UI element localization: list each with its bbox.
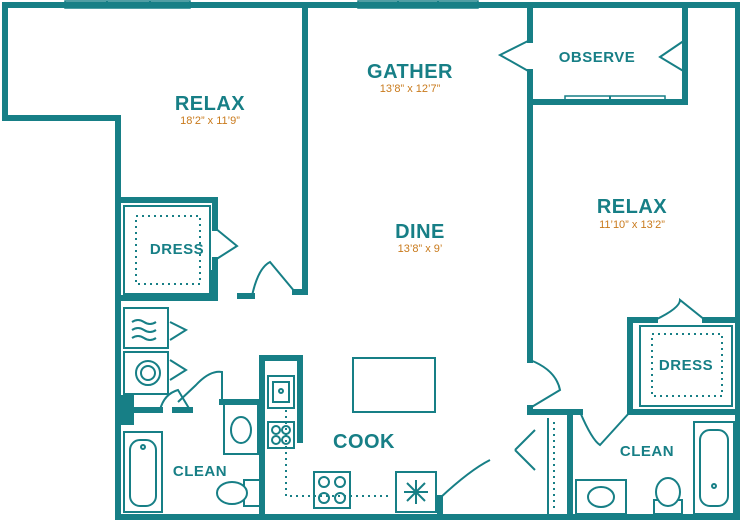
entry-closet [547,418,555,517]
column-laundry [118,395,134,425]
kitchen-island [352,357,436,413]
room-name-observe: OBSERVE [559,49,636,66]
toilet-right [653,477,683,515]
washer-dryer [123,307,169,395]
left-bath-fixtures [123,403,261,513]
dishwasher [267,421,295,449]
right-bath-fixtures [575,421,735,515]
dryer [123,307,169,349]
room-size-relax-right: 11’10” x 13’2” [599,219,665,231]
vanity-left [223,403,259,455]
kitchen-fixtures [267,357,437,513]
room-name-dress-left: DRESS [150,241,204,258]
room-size-gather: 13’8” x 12’7” [380,83,441,95]
dress-closet-right-fixtures [639,325,733,407]
room-size-dine: 13’8” x 9’ [398,243,443,255]
room-labels: RELAX 18’2” x 11’9” GATHER 13’8” x 12’7”… [150,49,713,480]
stove [313,471,351,509]
room-name-relax-right: RELAX [597,196,667,218]
washer [123,351,169,395]
room-size-relax-left: 18’2” x 11’9” [180,115,240,127]
room-name-relax-left: RELAX [175,93,245,115]
vanity-right [575,479,627,515]
interior-walls [115,2,740,520]
room-name-gather: GATHER [367,61,453,83]
room-name-dress-right: DRESS [659,357,713,374]
toilet-left [216,479,261,507]
room-name-clean-right: CLEAN [620,443,674,460]
doors [159,39,706,499]
dress-closet-left-fixtures [123,205,211,295]
room-name-cook: COOK [333,431,395,453]
room-name-clean-left: CLEAN [173,463,227,480]
room-name-dine: DINE [395,221,445,243]
